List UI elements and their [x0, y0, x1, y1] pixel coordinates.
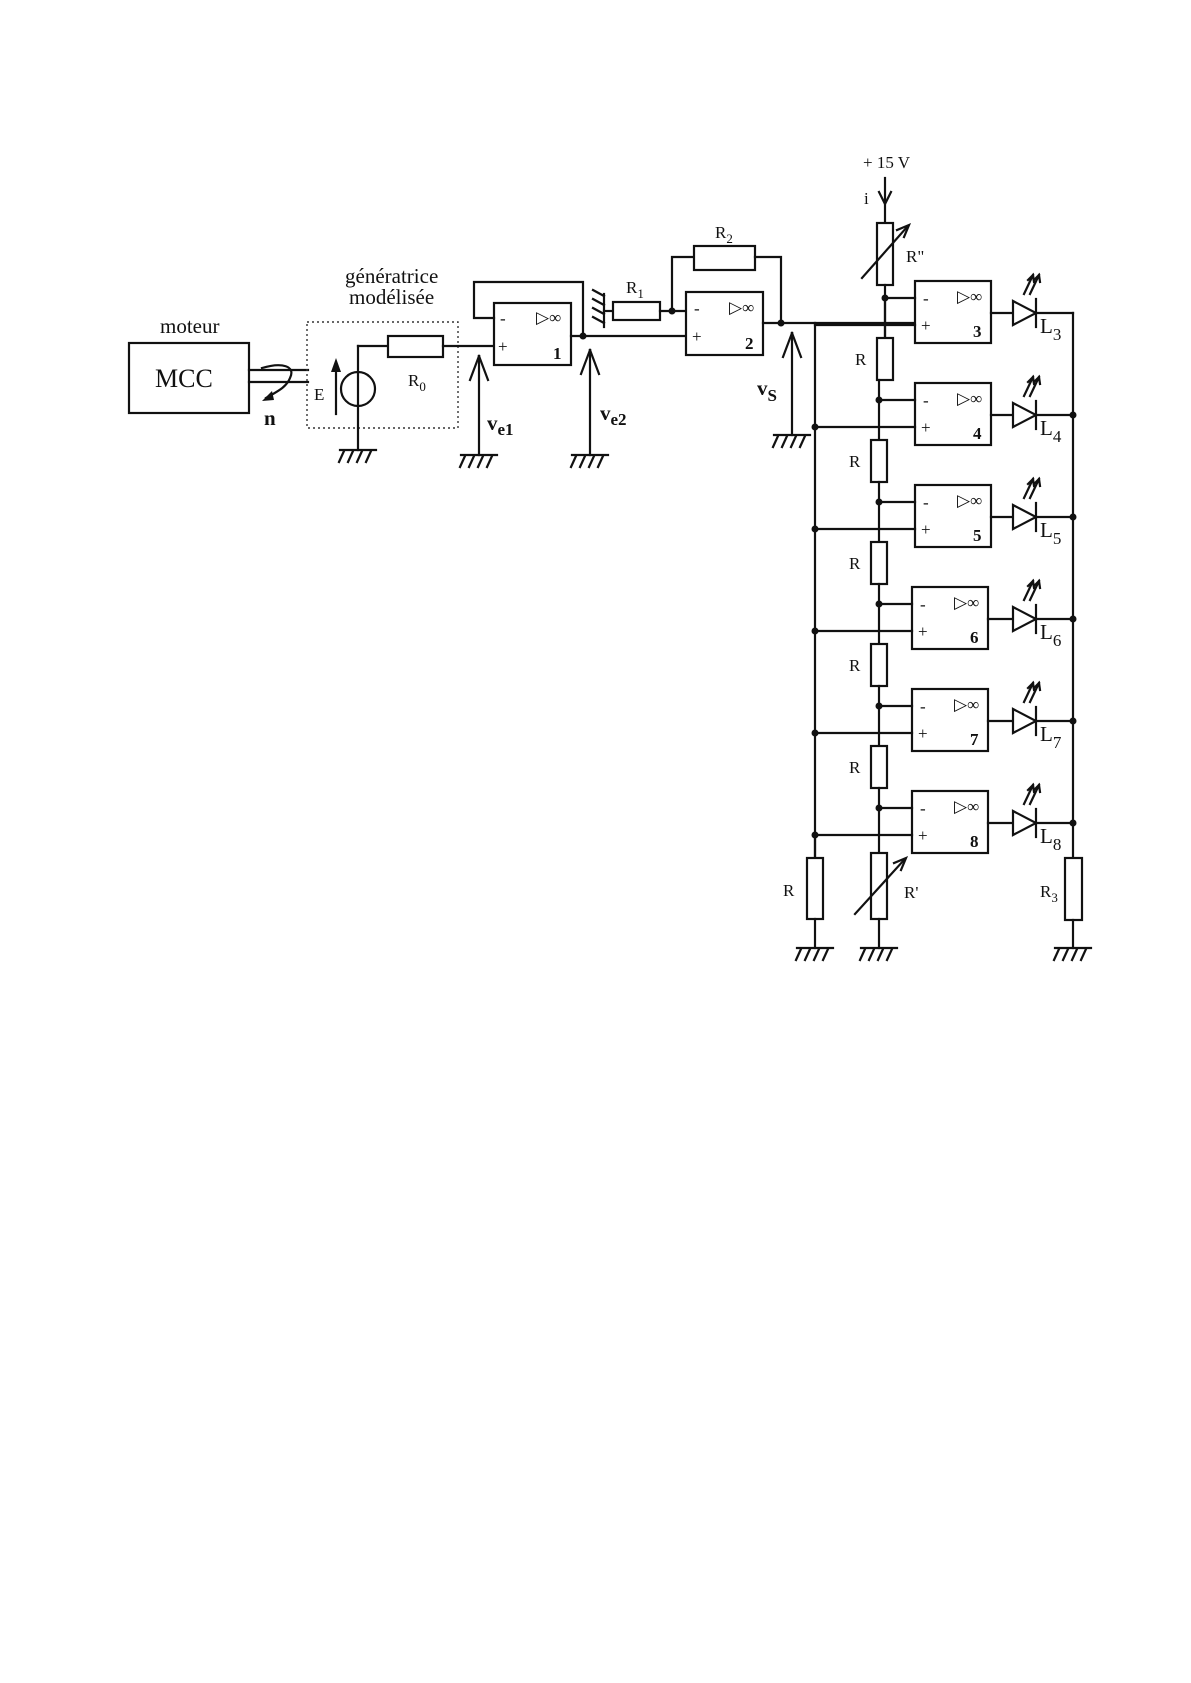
ladder-r-label: R: [849, 758, 861, 777]
svg-text:+: +: [498, 337, 508, 356]
emf-arrow-icon: [331, 358, 341, 414]
ground-icon: [860, 948, 897, 960]
svg-text:-: -: [920, 697, 926, 716]
ground-icon: [1054, 948, 1091, 960]
resistor-r3: [1065, 858, 1082, 920]
r0-label: R0: [408, 371, 426, 394]
opamp-symbol: ▷∞: [954, 593, 979, 612]
svg-text:-: -: [923, 289, 929, 308]
opamp-symbol: ▷∞: [957, 287, 982, 306]
led-label-3: L3: [1040, 314, 1061, 344]
opamp-number: 5: [973, 526, 982, 545]
resistor-ladder-r: [871, 440, 887, 482]
ground-icon: [460, 455, 497, 467]
opamp-symbol: ▷∞: [954, 797, 979, 816]
vs-arrow-icon: [783, 333, 801, 435]
opamp-symbol: ▷∞: [729, 298, 754, 317]
ve1-arrow-icon: [470, 356, 488, 455]
resistor-ladder-r: [871, 644, 887, 686]
opamp-symbol: ▷∞: [957, 389, 982, 408]
ladder-r-label: R: [849, 656, 861, 675]
motor-shaft: [249, 370, 308, 382]
ground-icon: [339, 450, 376, 462]
led-label-5: L5: [1040, 518, 1061, 548]
ground-icon: [571, 455, 608, 467]
r2-label: R2: [715, 223, 733, 246]
resistor-r1: [613, 302, 660, 320]
svg-text:+: +: [921, 316, 931, 335]
svg-text:+: +: [921, 520, 931, 539]
supply-label: + 15 V: [863, 153, 911, 172]
led-diode-icon: [1013, 505, 1036, 529]
opamp-number: 7: [970, 730, 979, 749]
comparator-ladder: - + ▷∞ 3 L3 - + ▷∞ 4 L4 - + ▷∞ 5 L5 - + ▷∞ 6 L6 - + ▷∞ 7 L7 - + ▷∞ 8…: [812, 275, 1077, 858]
emf-label: E: [314, 385, 324, 404]
resistor-r2: [694, 246, 755, 270]
r-prime-label: R': [904, 883, 918, 902]
resistor-ladder-r: [877, 338, 893, 380]
opamp-number: 6: [970, 628, 979, 647]
resistor-ladder-r: [871, 542, 887, 584]
svg-text:+: +: [918, 622, 928, 641]
speed-label: n: [264, 406, 276, 430]
opamp-number: 2: [745, 334, 754, 353]
ground-icon: [593, 290, 604, 327]
ground-icon: [773, 435, 810, 447]
svg-text:+: +: [921, 418, 931, 437]
ve2-arrow-icon: [581, 350, 599, 455]
opamp-number: 3: [973, 322, 982, 341]
led-diode-icon: [1013, 709, 1036, 733]
ground-icon: [796, 948, 833, 960]
svg-text:+: +: [692, 327, 702, 346]
ladder-r-label: R: [855, 350, 867, 369]
r3-label: R3: [1040, 882, 1058, 905]
resistor-ladder-r: [871, 746, 887, 788]
vs-label: vS: [757, 376, 777, 405]
led-label-7: L7: [1040, 722, 1062, 752]
r1-label: R1: [626, 278, 644, 301]
opamp-symbol: ▷∞: [536, 308, 561, 327]
svg-text:-: -: [694, 299, 700, 318]
led-label-6: L6: [1040, 620, 1061, 650]
svg-text:+: +: [918, 826, 928, 845]
current-arrow-icon: [879, 178, 891, 223]
svg-text:-: -: [920, 799, 926, 818]
led-diode-icon: [1013, 607, 1036, 631]
led-label-8: L8: [1040, 824, 1061, 854]
opamp-number: 1: [553, 344, 562, 363]
opamp-number: 4: [973, 424, 982, 443]
svg-text:-: -: [923, 493, 929, 512]
opamp-symbol: ▷∞: [957, 491, 982, 510]
ladder-r-label: R: [849, 452, 861, 471]
led-diode-icon: [1013, 301, 1036, 325]
resistor-r0: [388, 336, 443, 357]
opamp-number: 8: [970, 832, 979, 851]
svg-text:-: -: [920, 595, 926, 614]
svg-text:-: -: [923, 391, 929, 410]
svg-text:+: +: [918, 724, 928, 743]
ve1-label: ve1: [487, 411, 514, 439]
opamp-symbol: ▷∞: [954, 695, 979, 714]
current-label: i: [864, 189, 869, 208]
led-diode-icon: [1013, 403, 1036, 427]
resistor-bottom-r: [807, 858, 823, 919]
r-double-prime-label: R": [906, 247, 924, 266]
led-label-4: L4: [1040, 416, 1062, 446]
led-diode-icon: [1013, 811, 1036, 835]
motor-block-text: MCC: [155, 364, 213, 393]
generator-label-line2: modélisée: [349, 285, 434, 309]
motor-label: moteur: [160, 314, 219, 338]
svg-text:-: -: [500, 309, 506, 328]
ladder-r-label: R: [849, 554, 861, 573]
r-bottom-label: R: [783, 881, 795, 900]
ve2-label: ve2: [600, 401, 627, 429]
variable-resistor-r-double-prime: [877, 223, 893, 285]
